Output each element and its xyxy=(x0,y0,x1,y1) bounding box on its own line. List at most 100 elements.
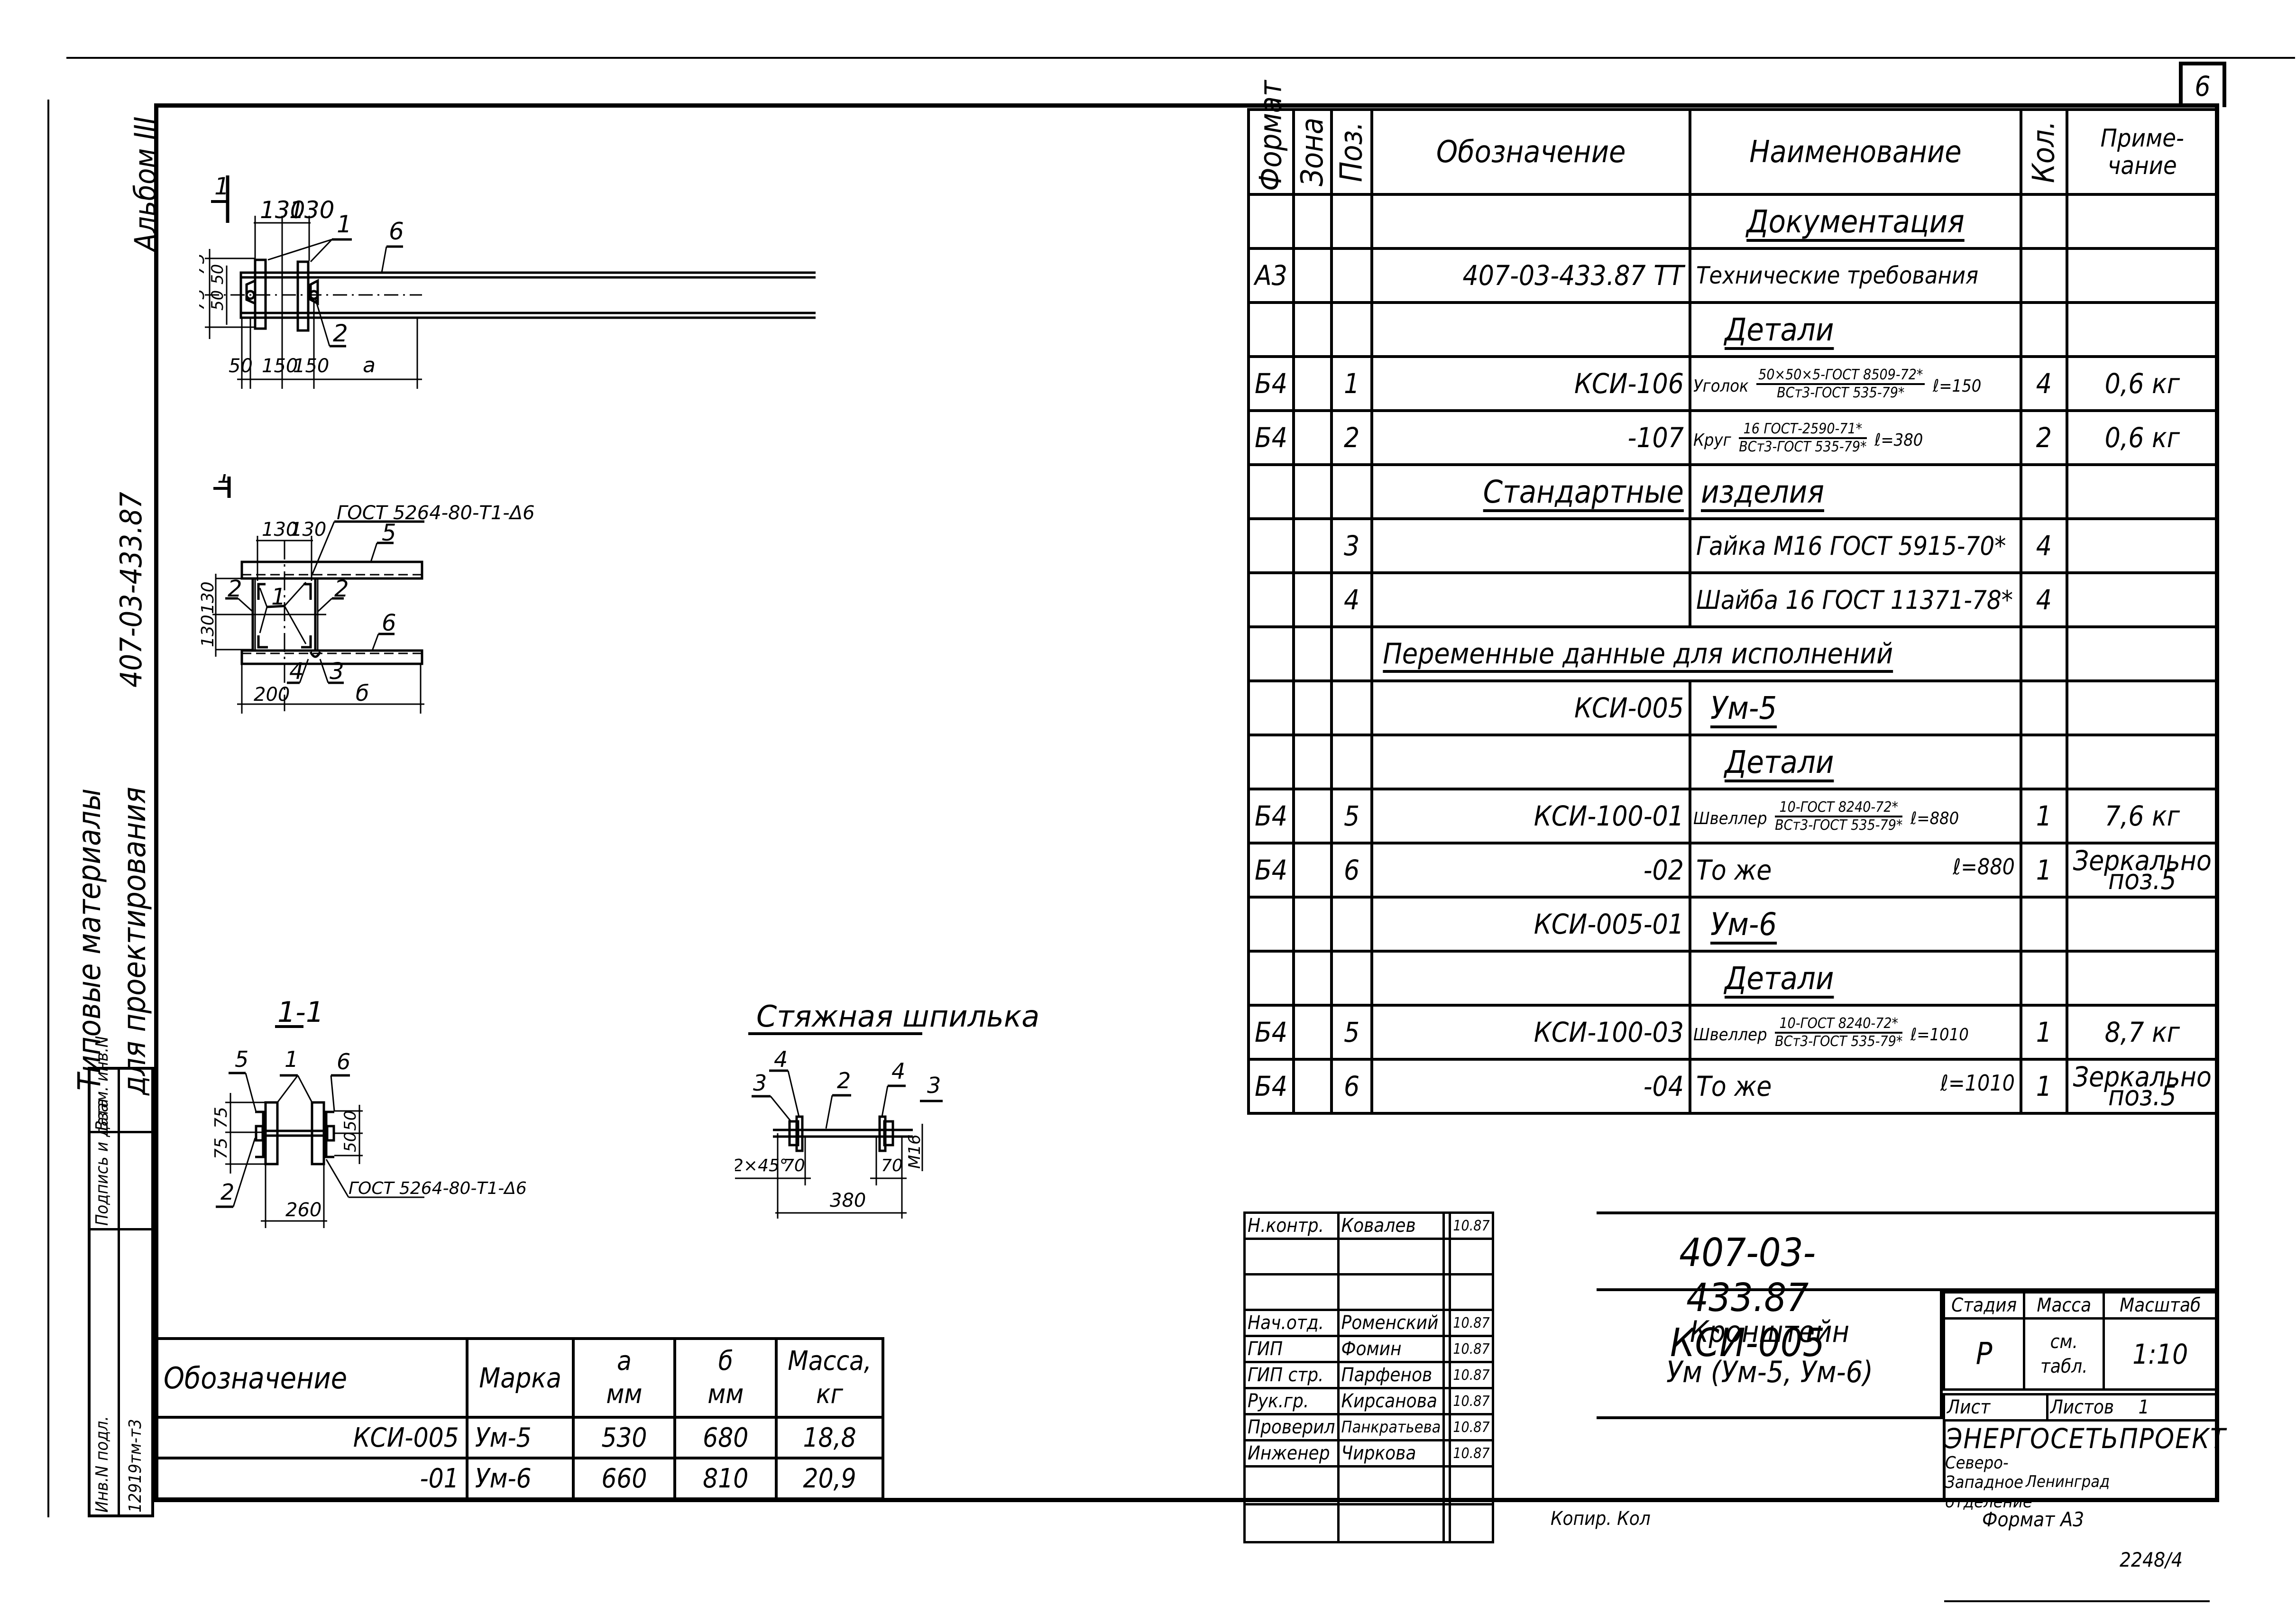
cell-a: 530 xyxy=(572,1416,677,1459)
person-name: Панкратьева xyxy=(1337,1413,1445,1441)
length: ℓ=1010 xyxy=(1910,1025,1969,1045)
cell-qty: 4 xyxy=(2019,517,2068,574)
product-name-line1: Кронштейн xyxy=(1690,1314,1850,1349)
stamp-inv-podl-value: 12919тм-т3 xyxy=(126,1419,145,1513)
footer-line xyxy=(1944,1600,2210,1602)
cell-name: Шайба 16 ГОСТ 11371-78* xyxy=(1688,571,2022,628)
product-name-line2: Ум (Ум-5, Ум-6) xyxy=(1666,1355,1874,1389)
role: Рук.гр. xyxy=(1243,1387,1340,1415)
cell-mass: 20,9 xyxy=(775,1457,884,1500)
drawing-section-1-1: 1-1 5 1 6 2 75 75 50 50 260 ГОСТ 5264-80… xyxy=(211,996,527,1228)
dim: 130 xyxy=(290,519,326,541)
stage-label: Стадия xyxy=(1942,1291,2026,1320)
dim: 130 xyxy=(262,519,298,541)
callout: 3 xyxy=(927,1073,941,1098)
cell-qty: 1 xyxy=(2019,788,2068,844)
role: Н.контр. xyxy=(1243,1211,1340,1240)
person-name: Чиркова xyxy=(1337,1439,1445,1468)
spec-row: А3 407-03-433.87 ТТ Технические требован… xyxy=(1247,247,2220,304)
spec-row-section: Стандартные изделия xyxy=(1247,463,2220,520)
dims-row: КСИ-005 Ум-5 530 680 18,8 xyxy=(154,1416,884,1459)
trim-line-top xyxy=(66,57,2295,59)
cell-pos: 1 xyxy=(1330,355,1374,412)
section-mark: 1 xyxy=(217,474,232,488)
callout: 3 xyxy=(753,1070,767,1096)
section-title: Документация xyxy=(1746,203,1965,240)
specification-table: Формат Зона Поз. Обозначение Наименовани… xyxy=(1247,80,2220,1115)
name-prefix: Швеллер xyxy=(1693,1025,1767,1045)
cell-format: Б4 xyxy=(1247,409,1295,466)
cell-designation: -01 xyxy=(154,1457,468,1500)
copied-by: Копир. Кол xyxy=(1551,1508,1651,1530)
dim: М16 xyxy=(905,1134,924,1169)
cell-b: 810 xyxy=(673,1457,778,1500)
section-title: 1-1 xyxy=(277,996,324,1029)
dim: 50 xyxy=(229,355,253,377)
dim: 50 xyxy=(208,264,227,284)
signature-row xyxy=(1243,1503,1494,1543)
callout: 2 xyxy=(220,1179,234,1205)
header-name: Наименование xyxy=(1688,108,2022,196)
header-qty: Кол. xyxy=(2020,110,2067,194)
dim: 50 xyxy=(208,290,227,311)
trim-line-left xyxy=(47,100,49,1517)
cell-designation: КСИ-005-01 xyxy=(1370,896,1691,953)
dim: 200 xyxy=(254,684,290,706)
weld-note: ГОСТ 5264-80-Т1-Δ6 xyxy=(349,1179,527,1198)
cell-name: Технические требования xyxy=(1688,247,2022,304)
series-code: 407-03-433.87 xyxy=(114,492,148,688)
length: ℓ=880 xyxy=(1953,854,2015,880)
cell-name: То же xyxy=(1696,854,1772,886)
dim: 130 xyxy=(199,581,218,614)
date: 10.87 xyxy=(1449,1211,1494,1240)
callout: 3 xyxy=(330,658,344,685)
dim: 380 xyxy=(830,1190,866,1211)
material-fraction: 10-ГОСТ 8240-72*ВСт3-ГОСТ 535-79* xyxy=(1775,798,1903,834)
callout: 4 xyxy=(891,1058,905,1084)
variant-name: Ум-5 xyxy=(1710,689,1777,726)
cell-note: 0,6 кг xyxy=(2065,355,2220,412)
organization-department: Северо-Западное отделение xyxy=(1945,1453,2032,1512)
name-prefix: Швеллер xyxy=(1693,809,1767,829)
signature-row xyxy=(1243,1465,1494,1505)
length: ℓ=150 xyxy=(1932,376,1982,396)
spec-row: Б4 1 КСИ-106 Уголок 50×50×5-ГОСТ 8509-72… xyxy=(1247,355,2220,412)
drawing-plan-bottom: 1 ГОСТ 5264-80-Т1-Δ6 130 130 130 130 5 2… xyxy=(199,474,535,714)
dim: 130 xyxy=(199,615,218,647)
cell-qty: 4 xyxy=(2019,355,2068,412)
cell-designation: КСИ-005 xyxy=(154,1416,468,1459)
stamp-sign-date-label: Подпись и дата xyxy=(92,1098,112,1226)
cell-pos: 4 xyxy=(1330,571,1374,628)
spec-row-section: Детали xyxy=(1247,950,2220,1007)
callout: 6 xyxy=(337,1049,350,1074)
spec-header-row: Формат Зона Поз. Обозначение Наименовани… xyxy=(1249,80,2220,196)
material-fraction: 50×50×5-ГОСТ 8509-72*ВСт3-ГОСТ 535-79* xyxy=(1756,367,1925,401)
header-mark: Марка xyxy=(465,1337,575,1419)
dim: б xyxy=(356,680,369,706)
cell-format: Б4 xyxy=(1247,1004,1295,1061)
header-zone: Зона xyxy=(1294,110,1332,194)
mass-label: Масса xyxy=(2023,1291,2105,1320)
cell-qty: 4 xyxy=(2019,571,2068,628)
role: ГИП стр. xyxy=(1243,1361,1340,1389)
stage-value: Р xyxy=(1942,1317,2026,1391)
cell-pos: 6 xyxy=(1330,842,1374,899)
date: 10.87 xyxy=(1449,1413,1494,1441)
stamp-inv-podl-label: Инв.N подл. xyxy=(92,1416,112,1513)
cell-note: Зеркально поз.5 xyxy=(2065,1058,2220,1115)
mass-value: см. табл. xyxy=(2023,1317,2105,1391)
header-mass-unit: кг xyxy=(816,1379,844,1410)
section-mark: 1 xyxy=(214,173,230,200)
cell-pos: 5 xyxy=(1330,788,1374,844)
cell-name: Гайка М16 ГОСТ 5915-70* xyxy=(1688,517,2022,574)
dim: 75 xyxy=(211,1107,231,1129)
scale-value: 1:10 xyxy=(2103,1317,2218,1391)
callout: 6 xyxy=(389,218,404,245)
